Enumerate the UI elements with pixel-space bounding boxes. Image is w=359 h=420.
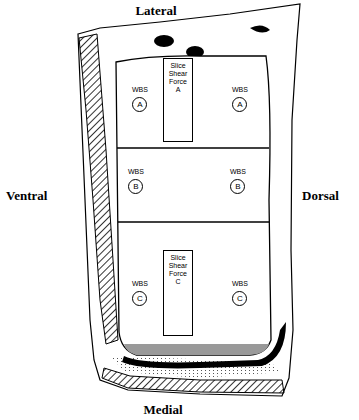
fat-spot (250, 25, 270, 32)
fat-hatching (79, 34, 118, 344)
orientation-label: Lateral (135, 3, 176, 19)
wbs-core-site: WBS B (230, 168, 246, 194)
strip-label: Slice Shear Force C (165, 254, 191, 286)
muscle-outline (116, 56, 271, 355)
wbs-label: WBS (230, 168, 246, 176)
site-letter: C (132, 291, 147, 306)
wbs-label: WBS (232, 280, 248, 288)
section-line (118, 221, 269, 222)
orientation-label: Medial (144, 402, 183, 418)
wbs-label: WBS (232, 86, 248, 94)
site-letter: A (232, 97, 247, 112)
steak-outline (78, 4, 300, 396)
site-letter: A (132, 97, 147, 112)
orientation-label: Ventral (6, 188, 47, 204)
fat-crescent (122, 322, 286, 368)
wbs-label: WBS (132, 86, 148, 94)
wbs-core-site: WBS B (128, 168, 144, 194)
slice-shear-force-strip: Slice Shear Force C (163, 250, 193, 336)
wbs-core-site: WBS C (232, 280, 248, 306)
section-line (117, 147, 269, 148)
slice-shear-force-strip: Slice Shear Force A (163, 58, 193, 142)
fat-spot (154, 35, 174, 47)
grey-band (124, 344, 269, 355)
strip-label: Slice Shear Force A (165, 62, 191, 94)
site-letter: B (128, 179, 143, 194)
wbs-core-site: WBS C (132, 280, 148, 306)
wbs-label: WBS (132, 280, 148, 288)
wbs-core-site: WBS A (232, 86, 248, 112)
site-letter: C (232, 291, 247, 306)
orientation-label: Dorsal (302, 188, 339, 204)
wbs-core-site: WBS A (132, 86, 148, 112)
site-letter: B (230, 179, 245, 194)
wbs-label: WBS (128, 168, 144, 176)
